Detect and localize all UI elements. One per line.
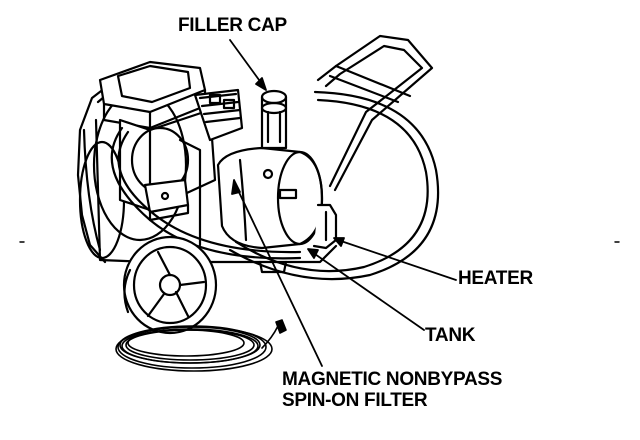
hose-loop bbox=[110, 90, 440, 281]
wheel bbox=[122, 235, 218, 335]
label-heater: HEATER bbox=[458, 268, 533, 289]
label-filter-line-2: SPIN-ON FILTER bbox=[282, 390, 428, 411]
leader-lines bbox=[229, 39, 457, 367]
power-cord bbox=[115, 319, 287, 372]
electrical-box bbox=[98, 60, 207, 130]
handle bbox=[316, 34, 434, 192]
heater-part bbox=[312, 203, 338, 250]
label-spin-on-filter: MAGNETIC NONBYPASS SPIN-ON FILTER bbox=[282, 369, 502, 411]
junction-box bbox=[143, 178, 190, 222]
label-tank: TANK bbox=[425, 325, 476, 346]
tank bbox=[216, 146, 324, 250]
filler-cap-part bbox=[260, 89, 288, 150]
label-filler-cap: FILLER CAP bbox=[178, 15, 287, 36]
label-filter-line-1: MAGNETIC NONBYPASS bbox=[282, 369, 503, 390]
